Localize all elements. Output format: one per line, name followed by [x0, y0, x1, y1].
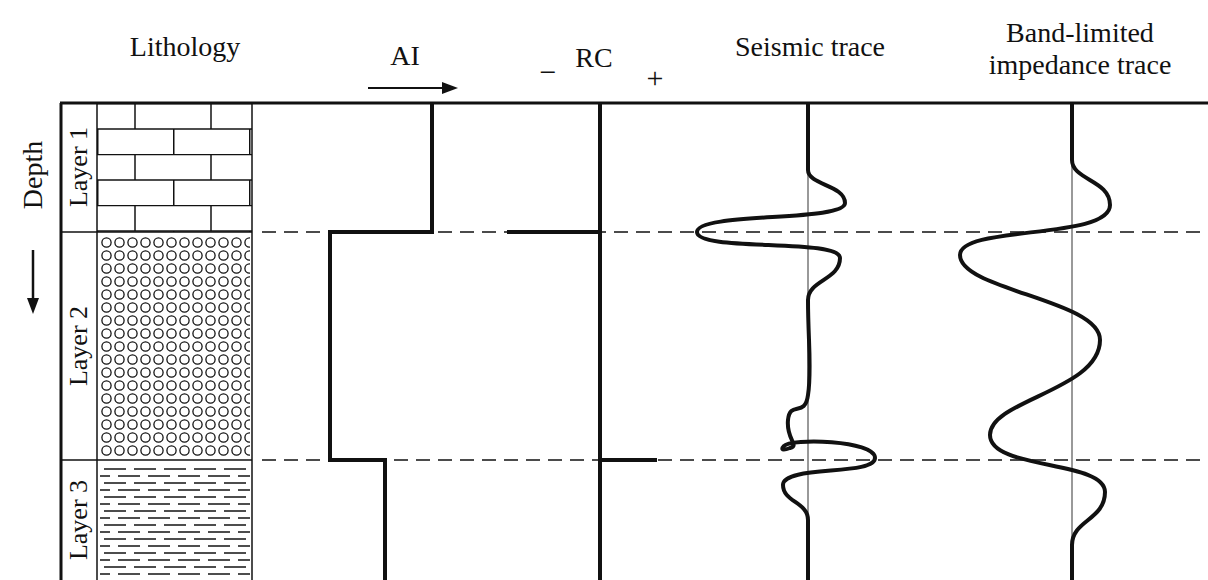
rc-spike [600, 458, 657, 462]
column-heading: RC [575, 42, 612, 74]
shale-pattern [100, 463, 250, 580]
trace-baseline [1071, 103, 1072, 580]
column-divider [96, 103, 98, 580]
top-axis [60, 102, 1208, 105]
axis-label: Depth [17, 141, 49, 209]
column-heading: Seismic trace [735, 31, 885, 63]
impedance-trace [960, 103, 1110, 580]
ai-arrowhead [442, 82, 458, 94]
column-heading: Band-limited impedance trace [960, 17, 1200, 81]
left-axis [60, 103, 63, 580]
depth-arrow [32, 250, 35, 300]
layer-boundary [61, 231, 252, 233]
impedance-log [330, 103, 432, 580]
layer-name: Layer 2 [64, 306, 94, 386]
column-divider [251, 103, 253, 580]
column-heading: Lithology [130, 31, 240, 63]
layer-name: Layer 1 [64, 127, 94, 207]
sand-pattern [100, 236, 250, 457]
rc-spike [507, 230, 600, 234]
layer-boundary [61, 459, 252, 461]
sign-label: + [647, 61, 664, 96]
layer-name: Layer 3 [64, 480, 94, 560]
rc-axis [598, 103, 602, 580]
sign-label: − [540, 55, 557, 90]
seismic-trace [697, 103, 875, 580]
ai-arrow [368, 87, 446, 89]
horizon-line [262, 459, 1208, 460]
depth-arrowhead [27, 298, 39, 314]
limestone-pattern [97, 103, 252, 232]
column-heading: AI [390, 40, 420, 72]
